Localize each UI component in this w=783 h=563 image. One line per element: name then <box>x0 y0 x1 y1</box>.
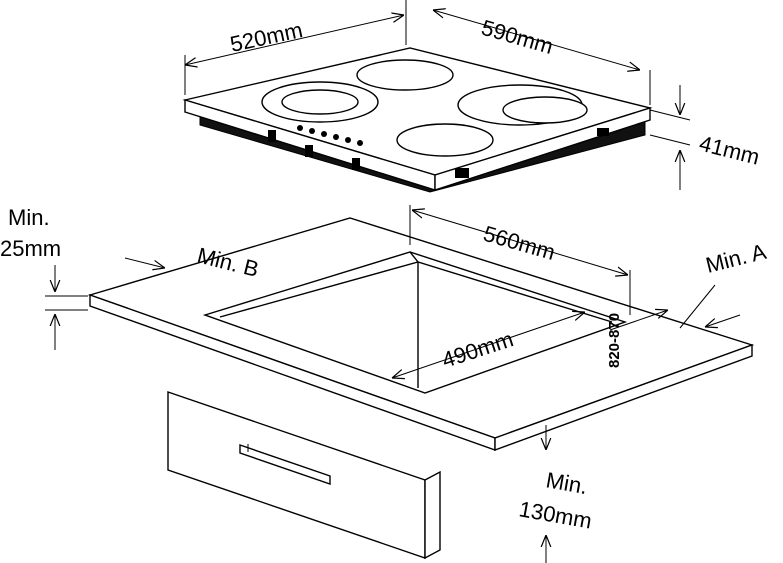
burner-back-left <box>356 59 454 91</box>
label-hob-height: 41mm <box>697 131 762 170</box>
touch-controls <box>297 125 363 146</box>
burner-front <box>396 123 494 157</box>
label-min-bottom-2: 130mm <box>517 496 594 533</box>
label-min-top-2: 25mm <box>0 236 61 261</box>
drawer-handle <box>239 444 331 485</box>
label-min-a: Min. A <box>703 239 769 278</box>
drawer <box>167 391 441 560</box>
label-min-bottom-1: Min. <box>544 467 589 499</box>
label-counter-height: 820-870 <box>606 313 623 368</box>
label-cutout-width: 560mm <box>481 221 558 265</box>
label-min-top-1: Min. <box>8 205 50 230</box>
cutout-dimensions <box>45 205 741 563</box>
hob-dimensions <box>185 0 691 190</box>
hob <box>182 47 653 193</box>
label-hob-depth: 520mm <box>228 17 305 57</box>
label-hob-width: 590mm <box>479 15 556 59</box>
